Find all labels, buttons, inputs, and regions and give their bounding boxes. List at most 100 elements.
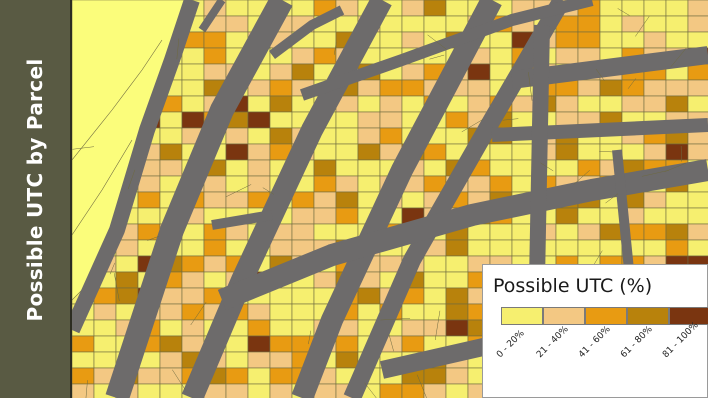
legend-swatch-81-100 (669, 307, 708, 325)
parcel (621, 15, 645, 33)
parcel (225, 367, 249, 385)
parcel (555, 31, 579, 49)
parcel (181, 79, 205, 97)
parcel (159, 111, 183, 129)
parcel (203, 175, 227, 193)
parcel-edge (262, 187, 274, 195)
parcel (621, 0, 645, 17)
parcel-edge (502, 118, 519, 121)
parcel (599, 239, 623, 257)
parcel (577, 143, 601, 161)
legend-swatch-61-80 (627, 307, 669, 325)
parcel (555, 159, 579, 177)
parcel (687, 31, 708, 49)
parcel (599, 95, 623, 113)
parcel-edge (670, 47, 687, 68)
parcel (489, 159, 513, 177)
parcel-edge (434, 310, 441, 341)
parcel (687, 191, 708, 209)
parcel (489, 175, 513, 193)
parcel (313, 159, 337, 177)
parcel (225, 175, 249, 193)
parcel (203, 191, 227, 209)
parcel (225, 15, 249, 33)
parcel (357, 159, 381, 177)
parcel (379, 79, 403, 97)
parcel (665, 223, 689, 241)
parcel (225, 191, 249, 209)
parcel (137, 383, 161, 398)
parcel (357, 287, 381, 305)
parcel (137, 191, 161, 209)
legend-label-41-60: 41 - 60% (577, 324, 613, 361)
parcel (621, 143, 645, 161)
parcel (313, 47, 337, 65)
parcel (599, 223, 623, 241)
street (491, 118, 708, 142)
parcel (401, 63, 425, 81)
parcel (181, 271, 205, 289)
parcel (445, 239, 469, 257)
parcel (159, 351, 183, 369)
parcel (665, 0, 689, 17)
parcel (335, 127, 359, 145)
parcel (577, 79, 601, 97)
parcel (93, 335, 117, 353)
parcel-edge (113, 273, 120, 302)
parcel (379, 31, 403, 49)
parcel (181, 95, 205, 113)
parcel (203, 239, 227, 257)
legend-swatch-41-60 (585, 307, 627, 325)
parcel (225, 351, 249, 369)
street-layer (72, 0, 708, 398)
parcel (511, 175, 535, 193)
parcel (72, 367, 95, 385)
parcel (203, 31, 227, 49)
parcel (269, 127, 293, 145)
parcel (687, 239, 708, 257)
parcel (599, 79, 623, 97)
parcel (357, 95, 381, 113)
parcel (467, 175, 491, 193)
parcel (577, 159, 601, 177)
parcel (665, 207, 689, 225)
parcel (335, 143, 359, 161)
parcel (225, 383, 249, 398)
parcel (555, 239, 579, 257)
parcel (511, 111, 535, 129)
parcel (401, 383, 425, 398)
parcel-edge (72, 146, 94, 150)
parcel (423, 287, 447, 305)
parcel (445, 287, 469, 305)
legend: Possible UTC (%) 0 - 20% 21 - 40% 41 - 6… (482, 264, 708, 398)
parcel (357, 175, 381, 193)
parcel (225, 143, 249, 161)
parcel-edge (664, 162, 687, 172)
parcel-edge (427, 34, 447, 50)
parcel (511, 143, 535, 161)
parcel (423, 271, 447, 289)
parcel (137, 367, 161, 385)
parcel (555, 143, 579, 161)
parcel (555, 95, 579, 113)
parcel (379, 383, 403, 398)
parcel (269, 95, 293, 113)
parcel (511, 159, 535, 177)
parcel (247, 319, 271, 337)
parcel-edge (528, 72, 533, 101)
street (343, 0, 570, 398)
parcel (115, 271, 139, 289)
parcel (687, 223, 708, 241)
street (181, 0, 392, 398)
side-title-bar: Possible UTC by Parcel (0, 0, 72, 398)
parcel (423, 159, 447, 177)
side-title: Possible UTC by Parcel (23, 58, 47, 322)
parcel-edge (635, 16, 650, 37)
parcel (665, 79, 689, 97)
parcel (577, 207, 601, 225)
parcel (511, 95, 535, 113)
parcel-edge (85, 380, 88, 398)
parcel (137, 207, 161, 225)
parcel (203, 63, 227, 81)
parcel (379, 95, 403, 113)
